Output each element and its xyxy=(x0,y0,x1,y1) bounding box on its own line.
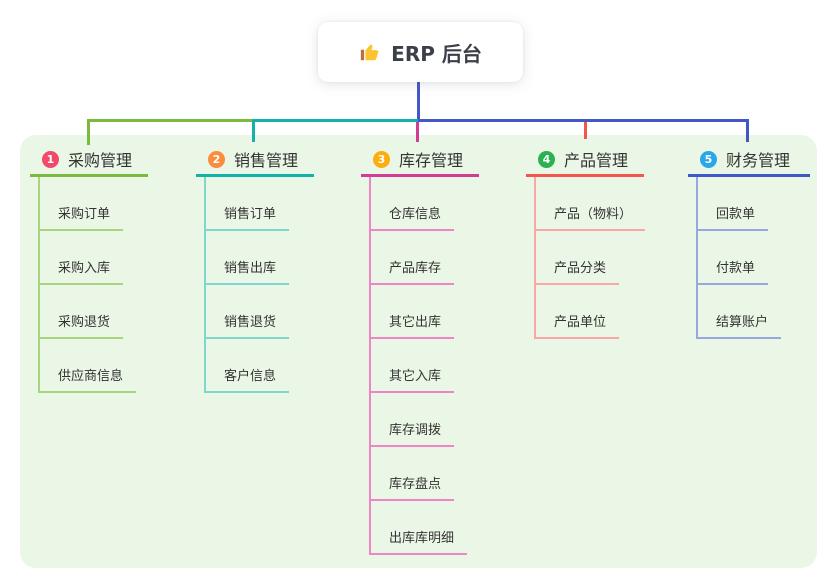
child-node[interactable]: 产品（物料） xyxy=(536,177,646,231)
child-label: 其它入库 xyxy=(389,369,442,384)
child-node[interactable]: 采购退货 xyxy=(40,285,124,339)
connector-drop-branch2 xyxy=(252,119,255,142)
child-label: 产品单位 xyxy=(554,315,607,330)
child-node[interactable]: 销售出库 xyxy=(206,231,290,285)
child-node[interactable]: 库存盘点 xyxy=(371,447,455,501)
child-node[interactable]: 其它入库 xyxy=(371,339,455,393)
branch-title-sales-management[interactable]: 2 销售管理 xyxy=(196,146,314,177)
branch-title-product-management[interactable]: 4 产品管理 xyxy=(526,146,644,177)
branch-label: 销售管理 xyxy=(234,151,299,170)
badge-4: 4 xyxy=(538,150,555,168)
root-node-label: ERP 后台 xyxy=(391,41,482,66)
child-label: 客户信息 xyxy=(224,369,277,384)
child-label: 销售出库 xyxy=(224,261,277,276)
child-label: 采购退货 xyxy=(58,315,111,330)
branch-children: 回款单 付款单 结算账户 xyxy=(696,177,782,339)
child-label: 销售订单 xyxy=(224,207,277,222)
connector-root-vertical xyxy=(417,82,420,120)
root-node[interactable]: ERP 后台 xyxy=(318,22,523,82)
connector-horizontal-branch2 xyxy=(252,119,418,122)
child-label: 其它出库 xyxy=(389,315,442,330)
badge-1: 1 xyxy=(42,150,59,168)
branch-finance-management: 5 财务管理 回款单 付款单 结算账户 xyxy=(688,146,810,339)
child-label: 出库库明细 xyxy=(389,531,455,546)
child-node[interactable]: 产品分类 xyxy=(536,231,620,285)
child-label: 采购入库 xyxy=(58,261,111,276)
branch-label: 财务管理 xyxy=(726,151,791,170)
child-node[interactable]: 采购订单 xyxy=(40,177,124,231)
connector-drop-branch3 xyxy=(416,122,419,142)
child-label: 采购订单 xyxy=(58,207,111,222)
child-node[interactable]: 产品单位 xyxy=(536,285,620,339)
child-label: 供应商信息 xyxy=(58,369,124,384)
branch-label: 库存管理 xyxy=(399,151,464,170)
child-node[interactable]: 出库库明细 xyxy=(371,501,468,555)
branch-label: 产品管理 xyxy=(564,151,629,170)
child-node[interactable]: 结算账户 xyxy=(698,285,782,339)
child-node[interactable]: 供应商信息 xyxy=(40,339,137,393)
connector-drop-branch5 xyxy=(746,119,749,142)
branch-label: 采购管理 xyxy=(68,151,133,170)
connector-drop-branch1 xyxy=(87,119,90,145)
branch-title-finance-management[interactable]: 5 财务管理 xyxy=(688,146,810,177)
child-label: 回款单 xyxy=(716,207,756,222)
child-label: 库存盘点 xyxy=(389,477,442,492)
child-node[interactable]: 销售退货 xyxy=(206,285,290,339)
connector-horizontal-branch345 xyxy=(418,119,749,122)
child-label: 销售退货 xyxy=(224,315,277,330)
child-label: 库存调拨 xyxy=(389,423,442,438)
child-node[interactable]: 其它出库 xyxy=(371,285,455,339)
child-node[interactable]: 库存调拨 xyxy=(371,393,455,447)
child-label: 付款单 xyxy=(716,261,756,276)
branch-sales-management: 2 销售管理 销售订单 销售出库 销售退货 客户信息 xyxy=(196,146,314,393)
branch-children: 仓库信息 产品库存 其它出库 其它入库 库存调拨 库存盘点 出库库明细 xyxy=(369,177,468,555)
child-node[interactable]: 仓库信息 xyxy=(371,177,455,231)
branch-title-purchase-management[interactable]: 1 采购管理 xyxy=(30,146,148,177)
branch-children: 产品（物料） 产品分类 产品单位 xyxy=(534,177,646,339)
child-node[interactable]: 产品库存 xyxy=(371,231,455,285)
connector-horizontal-branch1 xyxy=(87,119,252,122)
badge-3: 3 xyxy=(373,150,390,168)
child-label: 产品分类 xyxy=(554,261,607,276)
child-node[interactable]: 付款单 xyxy=(698,231,769,285)
branch-inventory-management: 3 库存管理 仓库信息 产品库存 其它出库 其它入库 库存调拨 库存盘点 出库库… xyxy=(361,146,479,555)
connector-drop-branch4 xyxy=(584,122,587,139)
child-label: 结算账户 xyxy=(716,315,769,330)
branch-purchase-management: 1 采购管理 采购订单 采购入库 采购退货 供应商信息 xyxy=(30,146,148,393)
child-label: 产品库存 xyxy=(389,261,442,276)
branch-children: 销售订单 销售出库 销售退货 客户信息 xyxy=(204,177,290,393)
child-node[interactable]: 销售订单 xyxy=(206,177,290,231)
child-label: 产品（物料） xyxy=(554,207,633,222)
branch-children: 采购订单 采购入库 采购退货 供应商信息 xyxy=(38,177,137,393)
badge-2: 2 xyxy=(208,150,225,168)
child-node[interactable]: 采购入库 xyxy=(40,231,124,285)
branch-title-inventory-management[interactable]: 3 库存管理 xyxy=(361,146,479,177)
badge-5: 5 xyxy=(700,150,717,168)
child-node[interactable]: 客户信息 xyxy=(206,339,290,393)
branch-product-management: 4 产品管理 产品（物料） 产品分类 产品单位 xyxy=(526,146,646,339)
thumbs-up-icon xyxy=(360,44,379,61)
child-node[interactable]: 回款单 xyxy=(698,177,769,231)
branches-panel xyxy=(20,135,817,568)
child-label: 仓库信息 xyxy=(389,207,442,222)
